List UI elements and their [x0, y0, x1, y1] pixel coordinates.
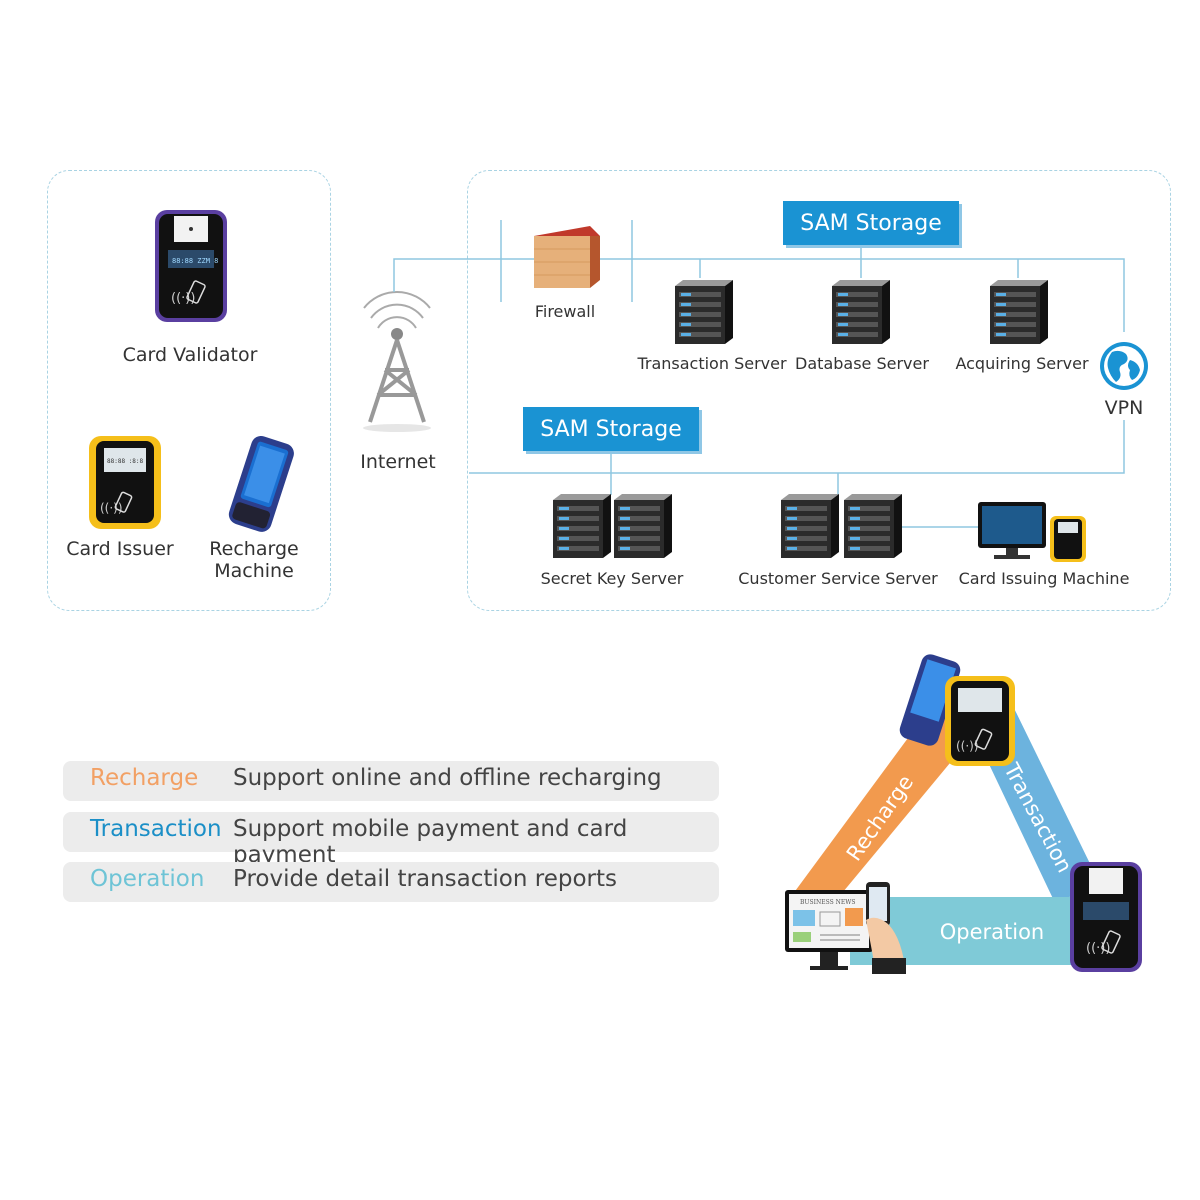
feature-description: Provide detail transaction reports	[233, 866, 617, 892]
card-issuing-machine-label: Card Issuing Machine	[958, 569, 1130, 588]
firewall-label: Firewall	[534, 302, 596, 321]
triangle-recharge-label: Recharge	[841, 770, 919, 866]
card-validator-label: Card Validator	[122, 344, 258, 366]
acquiring-server-label: Acquiring Server	[955, 354, 1089, 373]
internet-label: Internet	[360, 451, 436, 473]
triangle-operation-label: Operation	[939, 920, 1045, 944]
customer-service-server-label: Customer Service Server	[738, 569, 938, 588]
feature-row: Transaction Support mobile payment and ca…	[63, 812, 719, 868]
feature-key: Operation	[90, 866, 205, 892]
feature-description: Support mobile payment and card payment	[233, 816, 628, 868]
terminal-panel	[47, 170, 331, 611]
feature-description: Support online and offline recharging	[233, 765, 662, 791]
feature-row: Recharge Support online and offline recha…	[63, 761, 719, 801]
svg-text:((·)): ((·))	[1086, 941, 1110, 956]
vpn-label: VPN	[1104, 397, 1144, 419]
feature-row: Operation Provide detail transaction repo…	[63, 862, 719, 902]
database-server-label: Database Server	[795, 354, 929, 373]
feature-key: Transaction	[90, 816, 222, 842]
feature-key: Recharge	[90, 765, 199, 791]
sam-storage-bottom: SAM Storage	[523, 407, 699, 451]
transaction-server-label: Transaction Server	[637, 354, 787, 373]
sam-storage-top: SAM Storage	[783, 201, 959, 245]
triangle-transaction-label: Transaction	[999, 759, 1077, 877]
recharge-machine-label: Recharge Machine	[209, 538, 299, 582]
newspaper-title: BUSINESS NEWS	[800, 899, 856, 906]
svg-text:((·)): ((·))	[956, 739, 979, 753]
card-issuer-label: Card Issuer	[66, 538, 174, 560]
secret-key-server-label: Secret Key Server	[540, 569, 684, 588]
server-network-panel	[467, 170, 1171, 611]
